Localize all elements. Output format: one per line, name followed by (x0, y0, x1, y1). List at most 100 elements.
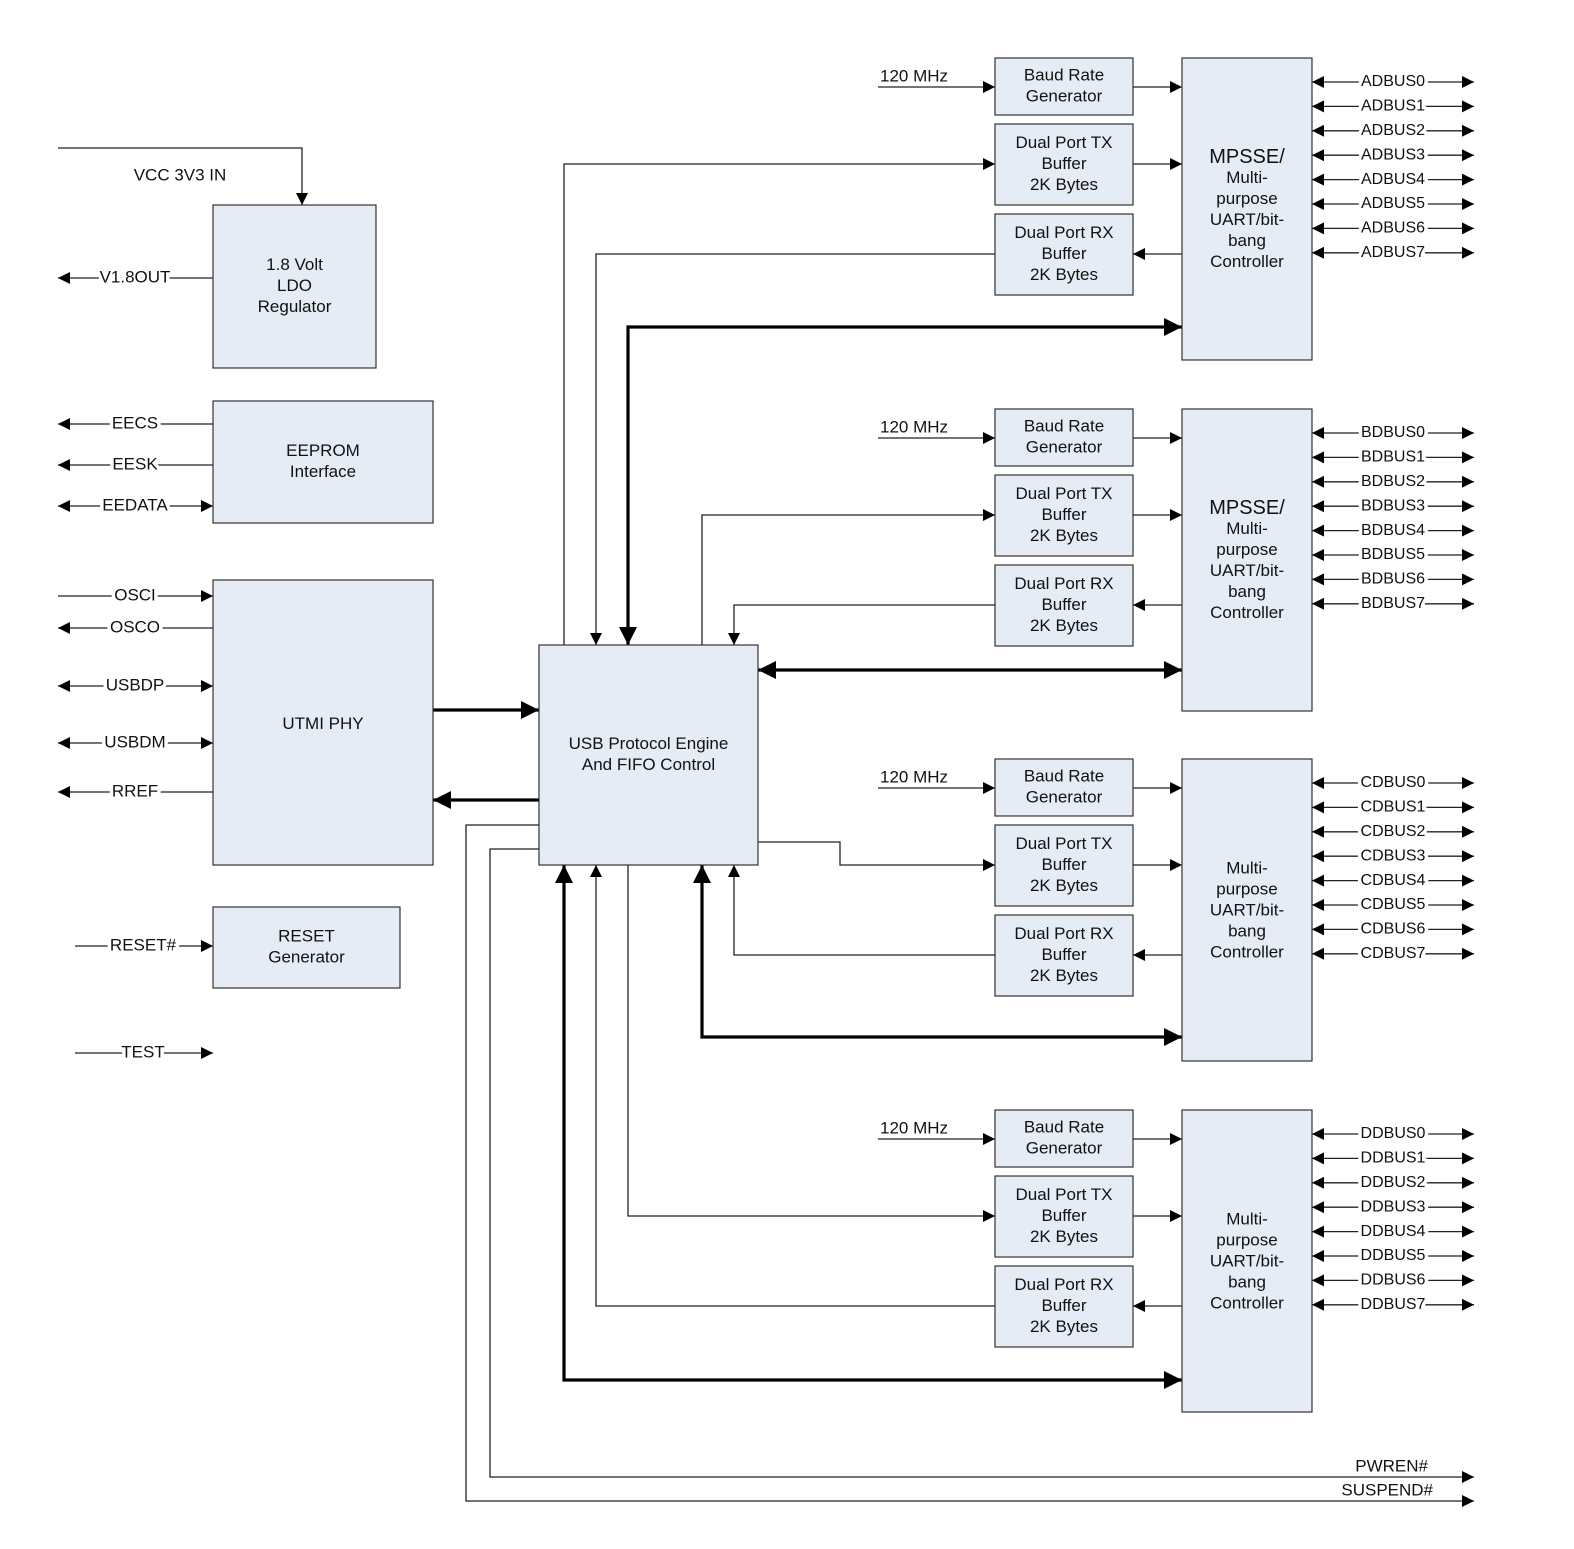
channel-c-bus-label: CDBUS0 (1361, 774, 1426, 791)
eeprom-interface-block-text: Interface (290, 462, 356, 481)
channel-d-clock-label: 120 MHz (880, 1118, 948, 1137)
channel-c-controller-text: Multi- (1226, 858, 1268, 877)
channel-a-controller-text: purpose (1216, 189, 1277, 208)
usb-to-txb-line (701, 509, 995, 645)
channel-d-bus-label: DDBUS3 (1361, 1198, 1426, 1215)
reset-generator-block (212, 906, 401, 989)
usb-ctrld-bus (555, 865, 1182, 1389)
eeprom-interface-block (212, 400, 434, 524)
channel-d-rx-buffer-text: Buffer (1041, 1296, 1086, 1315)
rxd-to-usb-line (590, 865, 995, 1307)
channel-a-tx-buffer (994, 123, 1134, 206)
channel-d-controller-text: bang (1228, 1272, 1266, 1291)
usb-protocol-engine-block-text: And FIFO Control (582, 755, 715, 774)
channel-b-tx-buffer-text: Buffer (1041, 505, 1086, 524)
ldo-regulator-block-text: Regulator (258, 297, 332, 316)
channel-b-bus-label: BDBUS4 (1361, 522, 1425, 539)
channel-b-rx-buffer-text: 2K Bytes (1030, 616, 1098, 635)
channel-c-rx-buffer (994, 914, 1134, 997)
channel-b-rx-buffer-text: Buffer (1041, 595, 1086, 614)
channel-a-controller-text: bang (1228, 231, 1266, 250)
channel-c-controller-block (1181, 758, 1313, 1062)
channel-a-bus-label: ADBUS0 (1361, 73, 1425, 90)
channel-b-baud-rate-generator-text: Generator (1026, 437, 1103, 456)
channel-a-rx-buffer-text: 2K Bytes (1030, 265, 1098, 284)
channel-b-tx-buffer-text: 2K Bytes (1030, 526, 1098, 545)
channel-b-controller-text: bang (1228, 582, 1266, 601)
usb-to-txa-line (563, 158, 995, 645)
rxa-to-usb-line (590, 253, 995, 645)
vcc-label: VCC 3V3 IN (134, 165, 227, 184)
channel-d-controller-text: Multi- (1226, 1209, 1268, 1228)
utmi-phy-block (212, 579, 434, 866)
rxb-to-usb-line (728, 604, 995, 645)
usbdm-label: USBDM (104, 732, 165, 751)
channel-b-bus-label: BDBUS3 (1361, 497, 1425, 514)
rxc-to-usb-line (728, 865, 995, 956)
pwren-line (489, 848, 1474, 1483)
channel-b-controller-block (1181, 408, 1313, 712)
channel-a-tx-buffer-text: 2K Bytes (1030, 175, 1098, 194)
channel-a-controller-block (1181, 57, 1313, 361)
rref-label: RREF (112, 781, 158, 800)
channel-c-controller-text: UART/bit- (1210, 900, 1284, 919)
channel-c-bus-label: CDBUS5 (1361, 896, 1426, 913)
channel-d-tx-buffer-text: Dual Port TX (1015, 1185, 1112, 1204)
channel-d-rx-buffer-text: Dual Port RX (1014, 1275, 1113, 1294)
reset-generator-block-text: Generator (268, 947, 345, 966)
vcc-in-line (58, 147, 308, 205)
channel-b-controller-text: Controller (1210, 603, 1284, 622)
channel-c-rx-buffer-text: Dual Port RX (1014, 924, 1113, 943)
reset-label: RESET# (110, 935, 177, 954)
channel-c-baud-rate-generator (994, 758, 1134, 817)
channel-d-tx-buffer (994, 1175, 1134, 1258)
channel-c-bus-label: CDBUS4 (1361, 872, 1426, 889)
channel-d-rx-buffer (994, 1265, 1134, 1348)
eesk-label: EESK (112, 454, 158, 473)
channel-d-tx-buffer-text: Buffer (1041, 1206, 1086, 1225)
channel-b-controller-text: Multi- (1226, 519, 1268, 538)
channel-a-bus-label: ADBUS5 (1361, 195, 1425, 212)
channel-b-rx-buffer-text: Dual Port RX (1014, 574, 1113, 593)
channel-d-baud-rate-generator-text: Generator (1026, 1138, 1103, 1157)
osci-label: OSCI (114, 585, 156, 604)
channel-c-baud-rate-generator-text: Generator (1026, 787, 1103, 806)
channel-a-baud-rate-generator-text: Generator (1026, 86, 1103, 105)
channel-c-tx-buffer (994, 824, 1134, 907)
channel-b-bus-label: BDBUS2 (1361, 473, 1425, 490)
channel-c-rx-buffer-text: 2K Bytes (1030, 966, 1098, 985)
channel-d-tx-buffer-text: 2K Bytes (1030, 1227, 1098, 1246)
channel-c-tx-buffer-text: Dual Port TX (1015, 834, 1112, 853)
channel-c-bus-label: CDBUS3 (1361, 847, 1426, 864)
channel-d-bus-label: DDBUS1 (1361, 1150, 1426, 1167)
eedata-label: EEDATA (102, 495, 168, 514)
channel-d-bus-label: DDBUS4 (1361, 1223, 1426, 1240)
channel-c-baud-rate-generator-text: Baud Rate (1024, 766, 1104, 785)
channel-b-controller-text: UART/bit- (1210, 561, 1284, 580)
channel-b-bus-label: BDBUS6 (1361, 571, 1425, 588)
channel-d-rx-buffer-text: 2K Bytes (1030, 1317, 1098, 1336)
channel-a-bus-label: ADBUS6 (1361, 220, 1425, 237)
channel-a-controller-text: Multi- (1226, 168, 1268, 187)
channel-d-bus-label: DDBUS0 (1361, 1125, 1426, 1142)
channel-c-bus-label: CDBUS2 (1361, 823, 1426, 840)
pwren-label: PWREN# (1355, 1456, 1428, 1475)
channel-d-bus-label: DDBUS5 (1361, 1247, 1426, 1264)
usb-ctrla-bus (619, 318, 1182, 645)
ldo-regulator-block-text: LDO (277, 276, 312, 295)
channel-a-controller-text: MPSSE/ (1209, 146, 1285, 168)
channel-a-controller-text: UART/bit- (1210, 210, 1284, 229)
channel-b-bus-label: BDBUS0 (1361, 424, 1425, 441)
channel-a-rx-buffer (994, 213, 1134, 296)
connection-lines (58, 76, 1474, 1507)
channel-d-bus-label: DDBUS7 (1361, 1296, 1426, 1313)
v18out-label: V1.8OUT (100, 267, 171, 286)
eeprom-interface-block-text: EEPROM (286, 441, 360, 460)
channel-a-bus-label: ADBUS1 (1361, 98, 1425, 115)
channel-b-rx-buffer (994, 564, 1134, 647)
channel-b-tx-buffer-text: Dual Port TX (1015, 484, 1112, 503)
channel-a-rx-buffer-text: Buffer (1041, 244, 1086, 263)
channel-a-bus-label: ADBUS4 (1361, 171, 1425, 188)
channel-b-tx-buffer (994, 474, 1134, 557)
